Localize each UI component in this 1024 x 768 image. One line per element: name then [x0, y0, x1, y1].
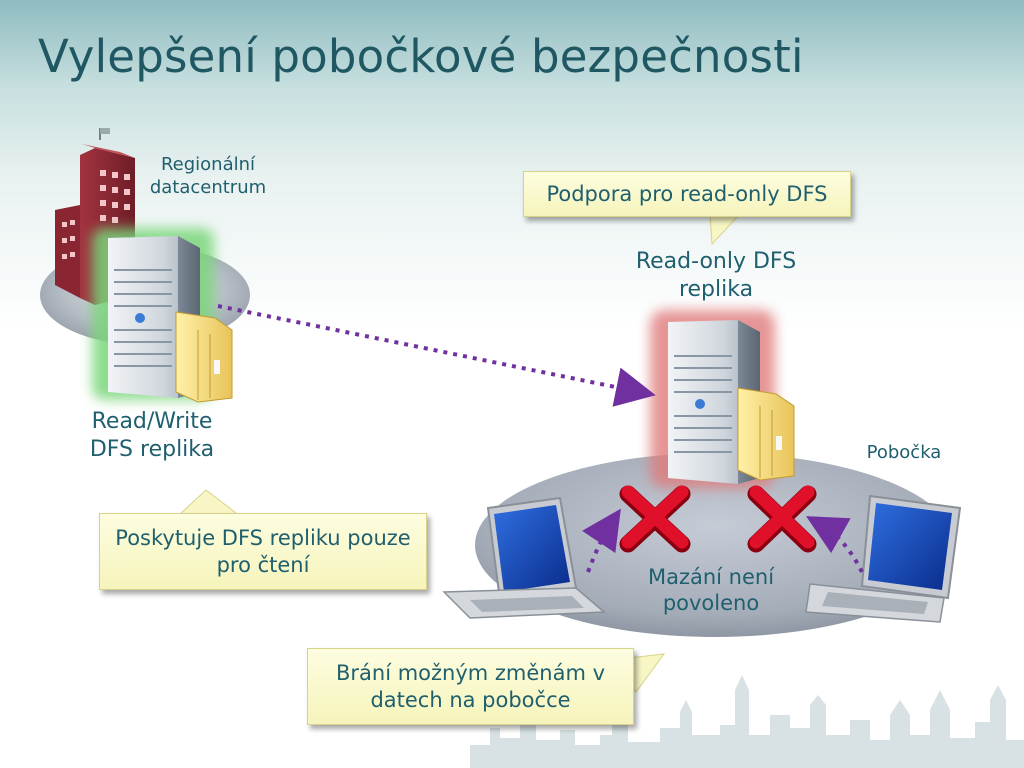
datacenter-label: Regionální datacentrum [140, 154, 276, 199]
callout-provides-line2: pro čtení [216, 552, 310, 577]
rw-replica-label-line2: DFS replika [89, 436, 215, 462]
folder-icon [737, 387, 795, 481]
skyline-decoration [470, 675, 1024, 768]
ro-replica-label-line1: Read-only DFS [635, 249, 797, 274]
laptop-icon [805, 494, 962, 623]
callout-prevents-line2: datech na pobočce [370, 687, 571, 712]
ro-replica-label: Read-only DFS replika [618, 248, 814, 303]
datacenter-label-line1: Regionální [160, 154, 256, 175]
folder-icon [175, 311, 233, 403]
denied-arrow-left [582, 508, 621, 573]
deletion-denied-label: Mazání není povoleno [626, 564, 796, 617]
deny-x-icon [747, 485, 817, 553]
datacenter-label-line2: datacentrum [149, 176, 267, 198]
deny-x-icon [619, 485, 691, 553]
callout-provides-readonly: Poskytuje DFS repliku pouze pro čtení [99, 513, 427, 590]
rw-replica-label: Read/Write DFS replika [72, 408, 232, 463]
callout-prevents-line1: Brání možným změnám v [335, 660, 606, 685]
slide-title: Vylepšení pobočkové bezpečnosti [38, 30, 804, 83]
deletion-denied-line2: povoleno [662, 591, 760, 616]
callout-readonly-support: Podpora pro read-only DFS [523, 171, 851, 217]
deletion-denied-line1: Mazání není [647, 565, 775, 589]
ro-replica-label-line2: replika [678, 276, 754, 302]
callout-tail-top [709, 213, 742, 246]
rw-replica-label-line1: Read/Write [91, 409, 213, 434]
branch-label: Pobočka [866, 442, 942, 463]
laptop-icon [442, 496, 606, 619]
callout-provides-line1: Poskytuje DFS repliku pouze [115, 525, 411, 550]
replication-arrow [217, 304, 656, 407]
callout-prevents-changes: Brání možným změnám v datech na pobočce [307, 648, 634, 725]
